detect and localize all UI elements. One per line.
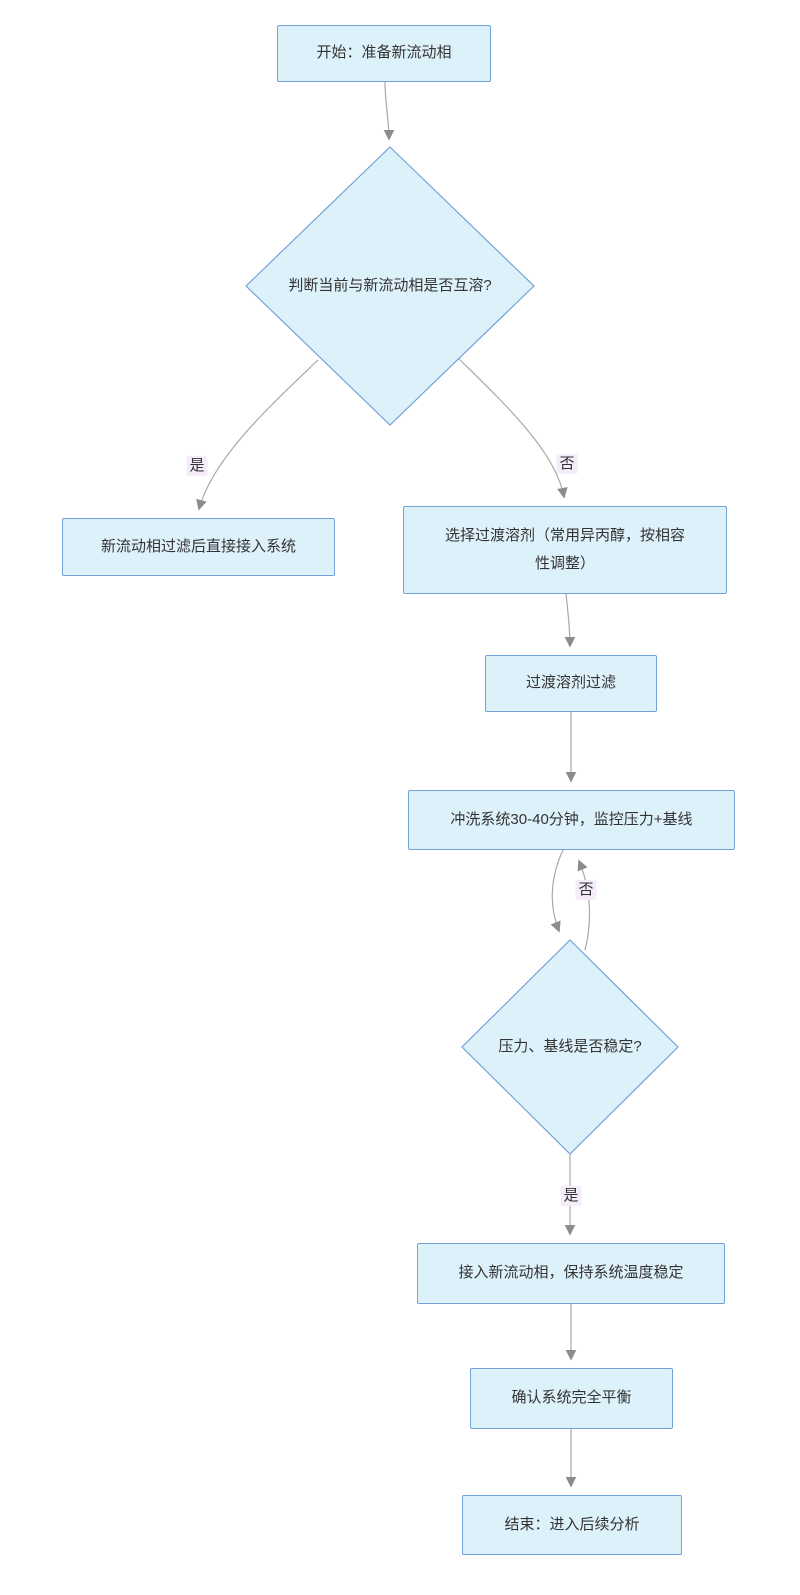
node-connect-new-mobile-phase: 接入新流动相，保持系统温度稳定 bbox=[417, 1243, 725, 1304]
node-direct-connect-label: 新流动相过滤后直接接入系统 bbox=[100, 537, 296, 555]
node-choose-transition-solvent-label: 选择过渡溶剂（常用异丙醇，按相容性调整） bbox=[444, 526, 685, 573]
decision-miscible-shape bbox=[245, 146, 535, 426]
node-decision-stable: 压力、基线是否稳定? bbox=[462, 940, 678, 1154]
node-flush-system-label: 冲洗系统30-40分钟，监控压力+基线 bbox=[450, 810, 693, 828]
edge-label-yes-after-stable: 是 bbox=[560, 1185, 582, 1207]
node-filter-transition-solvent: 过渡溶剂过滤 bbox=[485, 655, 657, 712]
edge-stable-to-flush-loop bbox=[577, 859, 591, 951]
edge-label-no-loop: 否 bbox=[575, 879, 597, 901]
node-decision-stable-label: 压力、基线是否稳定? bbox=[498, 1037, 642, 1055]
node-flush-system: 冲洗系统30-40分钟，监控压力+基线 bbox=[408, 790, 735, 850]
edge-miscible-to-direct bbox=[196, 359, 319, 511]
node-filter-transition-solvent-label: 过渡溶剂过滤 bbox=[525, 674, 616, 692]
edge-flush-to-stable bbox=[550, 849, 564, 933]
node-decision-miscible: 判断当前与新流动相是否互溶? bbox=[246, 147, 534, 425]
edge-label-yes-branch: 是 bbox=[186, 455, 208, 477]
node-confirm-equilibrium-label: 确认系统完全平衡 bbox=[511, 1389, 632, 1407]
node-confirm-equilibrium: 确认系统完全平衡 bbox=[470, 1368, 673, 1429]
edge-transition-to-filter bbox=[564, 593, 576, 648]
node-choose-transition-solvent: 选择过渡溶剂（常用异丙醇，按相容性调整） bbox=[403, 506, 727, 594]
node-start-label: 开始：准备新流动相 bbox=[316, 44, 452, 62]
edge-miscible-to-transition bbox=[457, 357, 568, 499]
node-end: 结束：进入后续分析 bbox=[462, 1495, 682, 1555]
edge-start-to-miscible bbox=[383, 81, 395, 141]
node-start: 开始：准备新流动相 bbox=[277, 25, 491, 82]
node-end-label: 结束：进入后续分析 bbox=[504, 1515, 640, 1533]
edge-label-no-branch: 否 bbox=[556, 453, 578, 475]
node-connect-new-mobile-phase-label: 接入新流动相，保持系统温度稳定 bbox=[458, 1264, 684, 1282]
node-direct-connect: 新流动相过滤后直接接入系统 bbox=[62, 518, 335, 576]
decision-stable-shape bbox=[461, 939, 679, 1155]
node-decision-miscible-label: 判断当前与新流动相是否互溶? bbox=[288, 276, 492, 294]
